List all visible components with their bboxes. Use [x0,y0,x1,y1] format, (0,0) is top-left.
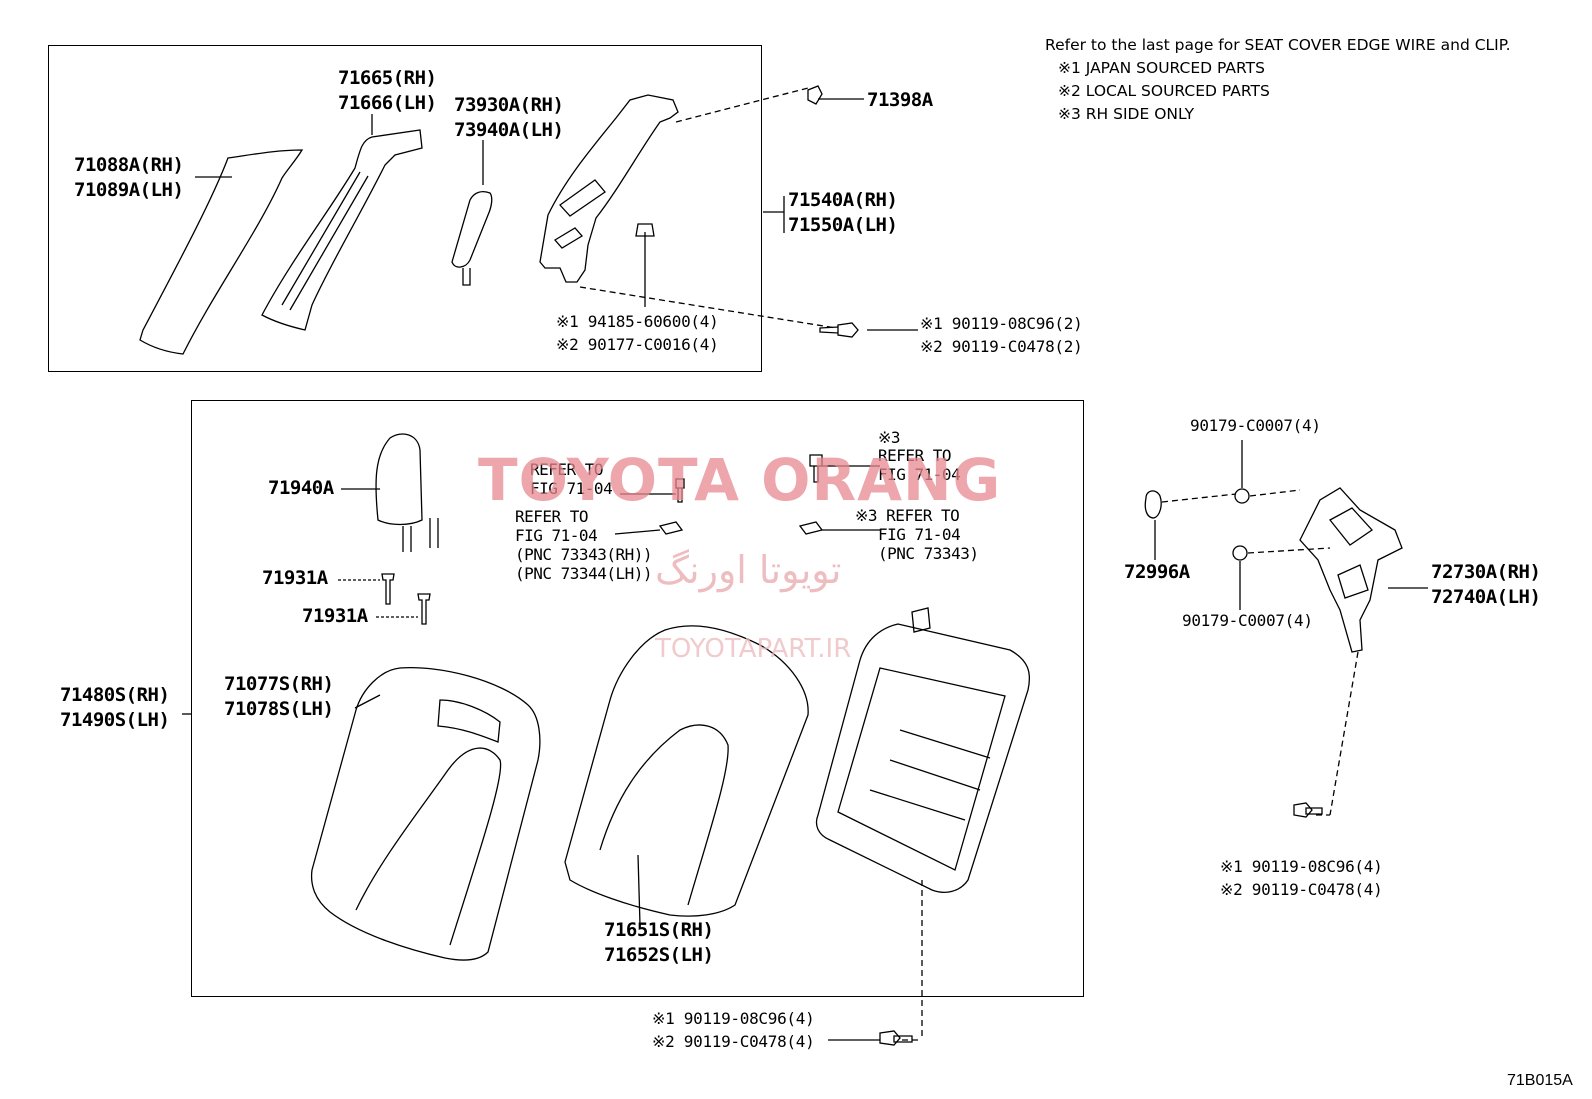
seatback-assembly-frame [191,400,1084,997]
garnish-71665-rib [281,171,369,311]
part-71540[interactable]: 71540A(RH) [788,189,898,211]
garnish-71088 [139,149,304,355]
nut-lower [1232,545,1248,561]
part-90119-top-2[interactable]: ※2 90119-C0478(2) [920,337,1083,356]
seat-frame-top-bracket [911,607,931,633]
refer-2-line1[interactable]: REFER TO [515,507,589,526]
part-71490[interactable]: 71490S(LH) [60,709,170,731]
bolt-right [1293,802,1323,818]
watermark-persian: تويوتا اورنگ [655,548,842,592]
screw-ref1 [675,478,685,503]
seat-cover-71077 [310,666,541,961]
part-90119-bottom-1[interactable]: ※1 90119-08C96(4) [652,1009,815,1028]
part-71550[interactable]: 71550A(LH) [788,214,898,236]
upper-parts-frame [48,45,762,372]
part-71398[interactable]: 71398A [867,89,933,111]
refer-3-line2[interactable]: FIG 71-04 [878,465,961,484]
part-73940[interactable]: 73940A(LH) [454,119,564,141]
pad-71651-seam [599,724,729,906]
dash-bolt-top [579,286,837,329]
part-71940[interactable]: 71940A [268,477,334,499]
recliner-72730 [1299,487,1403,653]
dash-71398 [675,87,809,123]
leader-ref2 [614,529,661,535]
part-71088[interactable]: 71088A(RH) [74,154,184,176]
refer-1-line2[interactable]: FIG 71-04 [530,479,613,498]
seat-frame-wires [869,729,991,821]
clip-71398 [807,85,823,105]
part-72996[interactable]: 72996A [1124,561,1190,583]
garnish-71665 [261,129,423,331]
side-frame-71540 [539,94,679,283]
seat-frame [815,623,1031,893]
pad-71651 [564,625,809,917]
refer-2-pnc-rh[interactable]: (PNC 73343(RH)) [515,545,653,564]
part-72740[interactable]: 72740A(LH) [1431,586,1541,608]
figure-code: 71B015A [1507,1072,1573,1089]
refer-2-pnc-lh[interactable]: (PNC 73344(LH)) [515,564,653,583]
part-71077[interactable]: 71077S(RH) [224,673,334,695]
headrest-71940 [375,433,423,526]
guide-71931-a [381,573,395,605]
dash-right [1329,651,1359,816]
part-90179-lower[interactable]: 90179-C0007(4) [1182,611,1313,630]
side-frame-71540-slot [559,179,606,217]
part-71078[interactable]: 71078S(LH) [224,698,334,720]
watermark-site: TOYOTAPART.IR [655,634,852,664]
seat-cover-headrest-bay [437,699,501,743]
seat-cover-seam [355,747,502,946]
part-71931-a[interactable]: 71931A [262,567,328,589]
refer-4-pnc[interactable]: (PNC 73343) [878,544,979,563]
part-90179-upper[interactable]: 90179-C0007(4) [1190,416,1321,435]
note-rh-side-only: ※3 RH SIDE ONLY [1058,105,1195,123]
part-71665[interactable]: 71665(RH) [338,67,437,89]
pad-73930 [451,191,493,268]
part-71480[interactable]: 71480S(RH) [60,684,170,706]
part-90119-bottom-2[interactable]: ※2 90119-C0478(4) [652,1032,815,1051]
note-local-sourced: ※2 LOCAL SOURCED PARTS [1058,82,1270,100]
cap-72996 [1144,490,1162,519]
bolt-bottom [879,1030,913,1046]
part-71666[interactable]: 71666(LH) [338,92,437,114]
refer-4-line2[interactable]: FIG 71-04 [878,525,961,544]
clip-ref4 [798,521,824,535]
guide-71931-b [417,593,431,625]
part-71931-b[interactable]: 71931A [302,605,368,627]
part-94185[interactable]: ※1 94185-60600(4) [556,312,719,331]
recliner-72730-detail [1329,507,1373,599]
refer-3-line1[interactable]: REFER TO [878,446,952,465]
note-japan-sourced: ※1 JAPAN SOURCED PARTS [1058,59,1265,77]
leader-71077 [354,694,381,709]
refer-2-line2[interactable]: FIG 71-04 [515,526,598,545]
refer-1-line1[interactable]: REFER TO [530,460,604,479]
side-frame-71540-slot2 [553,227,584,249]
watermark-brand: TOYOTA ORANG [478,446,1002,514]
bolt-top [819,322,859,338]
leader-71651 [637,854,641,926]
part-73930[interactable]: 73930A(RH) [454,94,564,116]
part-72730[interactable]: 72730A(RH) [1431,561,1541,583]
part-71651[interactable]: 71651S(RH) [604,919,714,941]
clip-ref2 [658,521,684,535]
refer-4-line1[interactable]: ※3 REFER TO [855,506,960,525]
clip-94185 [635,223,655,237]
part-90119-top-1[interactable]: ※1 90119-08C96(2) [920,314,1083,333]
part-90119-right-1[interactable]: ※1 90119-08C96(4) [1220,857,1383,876]
part-90177[interactable]: ※2 90177-C0016(4) [556,335,719,354]
part-71089[interactable]: 71089A(LH) [74,179,184,201]
dash-cap [1161,493,1237,503]
note-header: Refer to the last page for SEAT COVER ED… [1045,36,1511,54]
nut-upper [1234,488,1250,504]
seat-frame-inner [837,667,1006,871]
part-90119-right-2[interactable]: ※2 90119-C0478(4) [1220,880,1383,899]
refer-3-mark: ※3 [878,428,901,447]
pad-73930-tab [462,268,471,286]
part-71652[interactable]: 71652S(LH) [604,944,714,966]
